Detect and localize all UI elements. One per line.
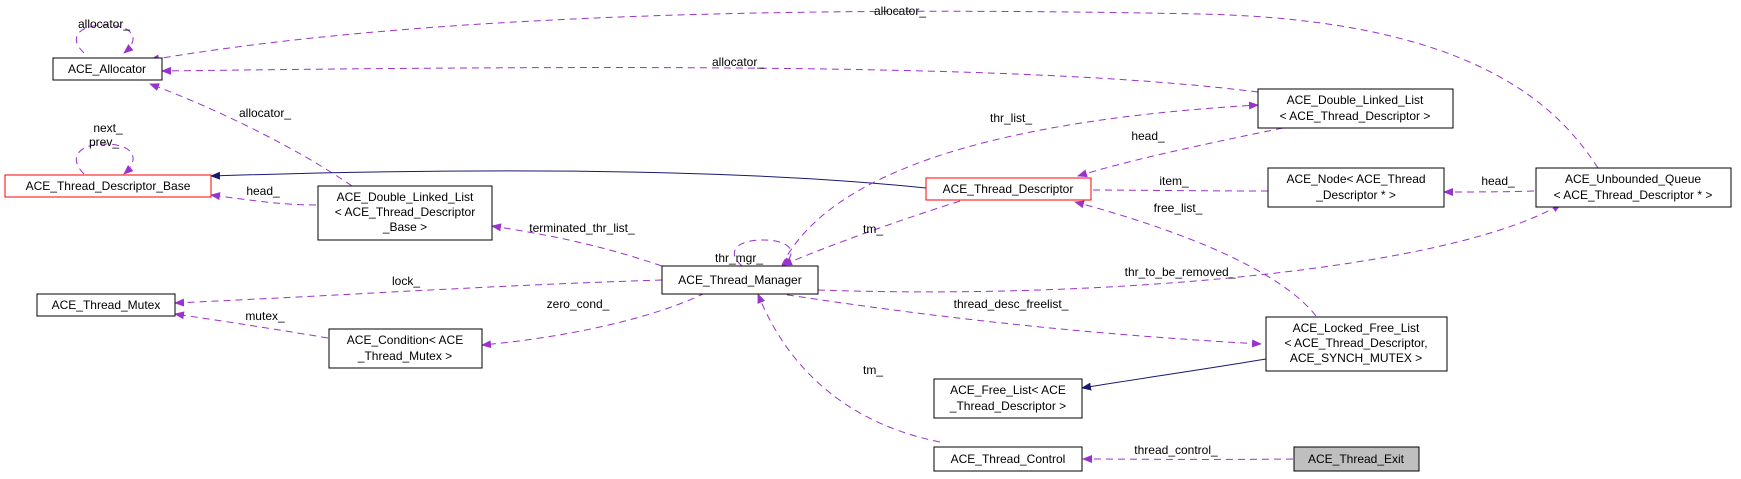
edge-label-thread-control: thread_control_ <box>1134 443 1218 457</box>
edge-lockedlist-descriptor <box>1074 200 1317 317</box>
edge-label-head-base: head_ <box>246 184 280 198</box>
edge-descriptor-inherits-base <box>210 170 927 189</box>
edge-label-dll-allocator: allocator_ <box>712 55 764 69</box>
edge-manager-self <box>733 239 792 267</box>
edge-dllbase-base <box>210 192 317 206</box>
node-label-line-2: < ACE_Thread_Descriptor <box>335 205 475 219</box>
edge-label-thr-mgr: thr_mgr_ <box>715 251 763 265</box>
edge-manager-lockedlist <box>774 292 1262 348</box>
edge-label-mutex: mutex_ <box>245 309 285 323</box>
node-thread-mutex[interactable]: ACE_Thread_Mutex <box>36 293 176 317</box>
edge-queue-node <box>1443 187 1535 196</box>
node-label: ACE_Thread_Descriptor <box>943 182 1074 196</box>
node-locked-free-list[interactable]: ACE_Locked_Free_List < ACE_Thread_Descri… <box>1265 316 1448 372</box>
node-label-line-1: ACE_Node< ACE_Thread <box>1286 172 1425 186</box>
node-ace-allocator[interactable]: ACE_Allocator <box>52 57 163 81</box>
edge-manager-dllbase <box>491 223 663 267</box>
edge-label-prev: prev_ <box>89 135 119 149</box>
edge-condition-mutex <box>174 311 329 339</box>
node-label: ACE_Thread_Manager <box>678 273 801 287</box>
node-label-line-2: < ACE_Thread_Descriptor * > <box>1554 188 1713 202</box>
node-label-line-2: _Thread_Descriptor > <box>949 399 1066 413</box>
edge-base-self <box>75 143 134 175</box>
node-label-line-2: _Descriptor * > <box>1315 188 1396 202</box>
node-thread-descriptor[interactable]: ACE_Thread_Descriptor <box>925 177 1092 201</box>
edge-label-tm-control: tm_ <box>863 363 883 377</box>
node-label: ACE_Thread_Exit <box>1308 452 1405 466</box>
node-label-line-1: ACE_Double_Linked_List <box>337 190 474 204</box>
node-label-line-1: ACE_Condition< ACE <box>347 333 463 347</box>
edge-label-queue-allocator: allocator_ <box>874 4 926 18</box>
edge-label-item: item_ <box>1159 174 1189 188</box>
node-label-line-3: ACE_SYNCH_MUTEX > <box>1290 351 1422 365</box>
edge-dllbase-allocator <box>149 83 353 187</box>
node-label: ACE_Thread_Control <box>951 452 1066 466</box>
edge-manager-condition <box>481 292 706 349</box>
node-thread-manager[interactable]: ACE_Thread_Manager <box>661 265 819 295</box>
node-label-line-1: ACE_Double_Linked_List <box>1287 93 1424 107</box>
nodes: ACE_Allocator ACE_Thread_Descriptor_Base… <box>4 57 1732 472</box>
node-label-line-1: ACE_Unbounded_Queue <box>1565 172 1701 186</box>
edge-label-free-list: free_list_ <box>1154 201 1203 215</box>
edge-label-allocator-self: allocator_ <box>78 17 130 31</box>
node-thread-control[interactable]: ACE_Thread_Control <box>933 446 1083 472</box>
node-ace-node[interactable]: ACE_Node< ACE_Thread _Descriptor * > <box>1267 167 1445 208</box>
edge-lockedlist-inherits-freelist <box>1081 358 1267 391</box>
edge-manager-mutex <box>174 279 663 307</box>
node-thread-exit[interactable]: ACE_Thread_Exit <box>1293 446 1420 472</box>
edge-control-manager <box>757 293 941 443</box>
node-label-line-1: ACE_Locked_Free_List <box>1293 321 1420 335</box>
edge-queue-allocator <box>149 10 1599 169</box>
edge-label-head-descriptor: head_ <box>1131 129 1165 143</box>
node-condition[interactable]: ACE_Condition< ACE _Thread_Mutex > <box>328 328 483 369</box>
edge-label-zero-cond: zero_cond_ <box>547 297 610 311</box>
node-label-line-2: _Thread_Mutex > <box>357 349 452 363</box>
edge-label-freelist: thread_desc_freelist_ <box>954 297 1069 311</box>
edge-label-thr-to-be-removed: thr_to_be_removed_ <box>1125 265 1236 279</box>
edge-dll-allocator <box>161 66 1259 93</box>
edge-label-tm-descriptor: tm_ <box>863 222 883 236</box>
edges: allocator_ allocator_ allocator_ allocat… <box>75 4 1599 464</box>
edge-label-dllbase-allocator: allocator_ <box>239 106 291 120</box>
node-label-line-2: < ACE_Thread_Descriptor > <box>1280 109 1431 123</box>
node-label: ACE_Thread_Descriptor_Base <box>26 179 191 193</box>
node-free-list[interactable]: ACE_Free_List< ACE _Thread_Descriptor > <box>933 378 1083 419</box>
edge-manager-queue <box>817 203 1562 293</box>
edge-descriptor-manager <box>782 200 961 266</box>
node-label: ACE_Allocator <box>68 62 146 76</box>
edge-manager-dll <box>781 101 1259 266</box>
edge-label-thr-list: thr_list_ <box>990 111 1032 125</box>
edge-node-descriptor <box>1081 186 1269 195</box>
edge-label-lock: lock_ <box>392 274 420 288</box>
node-unbounded-queue[interactable]: ACE_Unbounded_Queue < ACE_Thread_Descrip… <box>1535 167 1732 208</box>
node-dll-descriptor[interactable]: ACE_Double_Linked_List < ACE_Thread_Desc… <box>1257 88 1454 129</box>
edge-allocator-self <box>75 24 134 54</box>
node-label: ACE_Thread_Mutex <box>52 298 161 312</box>
node-label-line-1: ACE_Free_List< ACE <box>950 383 1066 397</box>
node-dll-descriptor-base[interactable]: ACE_Double_Linked_List < ACE_Thread_Desc… <box>317 185 493 241</box>
edge-label-next: next_ <box>93 121 123 135</box>
edge-label-terminated: terminated_thr_list_ <box>529 221 635 235</box>
node-label-line-2: < ACE_Thread_Descriptor, <box>1284 336 1427 350</box>
node-label-line-3: _Base > <box>382 220 427 234</box>
edge-dll-descriptor <box>1077 127 1284 178</box>
edge-label-head-queue: head_ <box>1481 174 1515 188</box>
node-thread-descriptor-base[interactable]: ACE_Thread_Descriptor_Base <box>4 174 212 198</box>
